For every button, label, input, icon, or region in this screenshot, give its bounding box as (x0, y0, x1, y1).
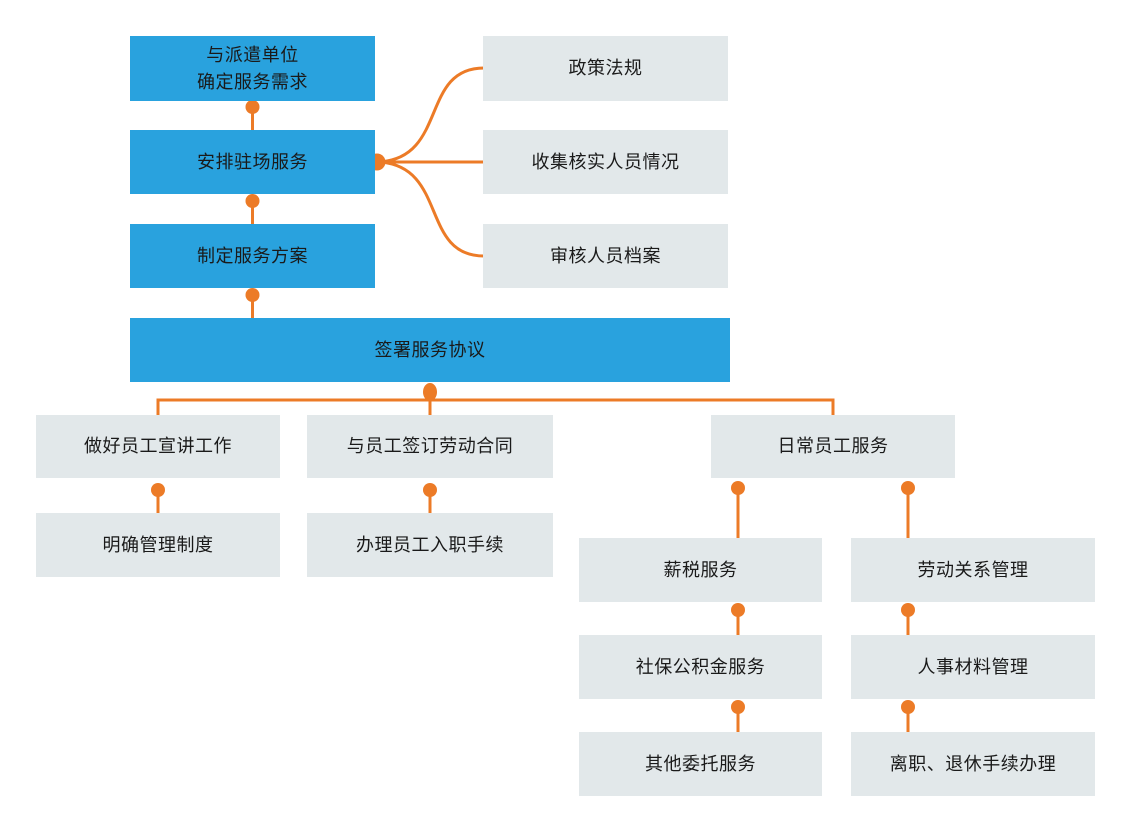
connector-dot (151, 483, 165, 497)
node-social-insurance: 社保公积金服务 (579, 635, 822, 699)
node-resignation: 离职、退休手续办理 (851, 732, 1095, 796)
node-label: 安排驻场服务 (197, 151, 308, 172)
node-collect-verify: 收集核实人员情况 (483, 130, 728, 194)
node-service-plan: 制定服务方案 (130, 224, 375, 288)
node-label: 做好员工宣讲工作 (84, 436, 232, 457)
node-label: 与派遣单位 确定服务需求 (197, 45, 308, 92)
node-onboarding: 办理员工入职手续 (307, 513, 553, 577)
connector-dot (901, 603, 915, 617)
node-label: 制定服务方案 (197, 245, 308, 266)
node-label: 审核人员档案 (550, 245, 661, 266)
node-daily-service: 日常员工服务 (711, 415, 955, 478)
node-payroll-tax: 薪税服务 (579, 538, 822, 602)
node-label: 薪税服务 (663, 559, 738, 580)
node-label: 日常员工服务 (777, 436, 889, 457)
node-sign-agreement: 签署服务协议 (130, 318, 730, 382)
node-label: 社保公积金服务 (635, 656, 766, 677)
node-label: 离职、退休手续办理 (889, 753, 1057, 774)
node-label: 明确管理制度 (102, 534, 214, 555)
node-label: 政策法规 (568, 58, 643, 79)
node-policy: 政策法规 (483, 36, 728, 101)
node-personnel-files: 人事材料管理 (851, 635, 1095, 699)
connector-curve (378, 66, 485, 164)
node-label: 办理员工入职手续 (356, 534, 504, 555)
node-label: 人事材料管理 (917, 656, 1029, 677)
connector-dot (901, 700, 915, 714)
node-onsite-service: 安排驻场服务 (130, 130, 375, 194)
node-label: 收集核实人员情况 (531, 151, 680, 172)
node-review-files: 审核人员档案 (483, 224, 728, 288)
connector-dot (901, 481, 915, 495)
connector-dot (423, 383, 437, 401)
connector-dot (731, 481, 745, 495)
node-management-rules: 明确管理制度 (36, 513, 280, 577)
node-briefing: 做好员工宣讲工作 (36, 415, 280, 478)
node-other-services: 其他委托服务 (579, 732, 822, 796)
node-label: 与员工签订劳动合同 (346, 436, 514, 457)
connector-dot (245, 100, 260, 114)
connector-dot (245, 288, 260, 302)
node-determine-needs: 与派遣单位 确定服务需求 (130, 36, 375, 101)
node-label: 签署服务协议 (374, 339, 486, 360)
connector-dot (731, 603, 745, 617)
connector-branch (156, 398, 835, 416)
connector-curve (378, 160, 485, 258)
connector-dot (423, 483, 437, 497)
connector-dot (245, 194, 260, 208)
node-label: 其他委托服务 (645, 753, 756, 774)
node-labor-relations: 劳动关系管理 (851, 538, 1095, 602)
node-label: 劳动关系管理 (917, 559, 1029, 580)
connector-dot (731, 700, 745, 714)
node-labor-contract: 与员工签订劳动合同 (307, 415, 553, 478)
